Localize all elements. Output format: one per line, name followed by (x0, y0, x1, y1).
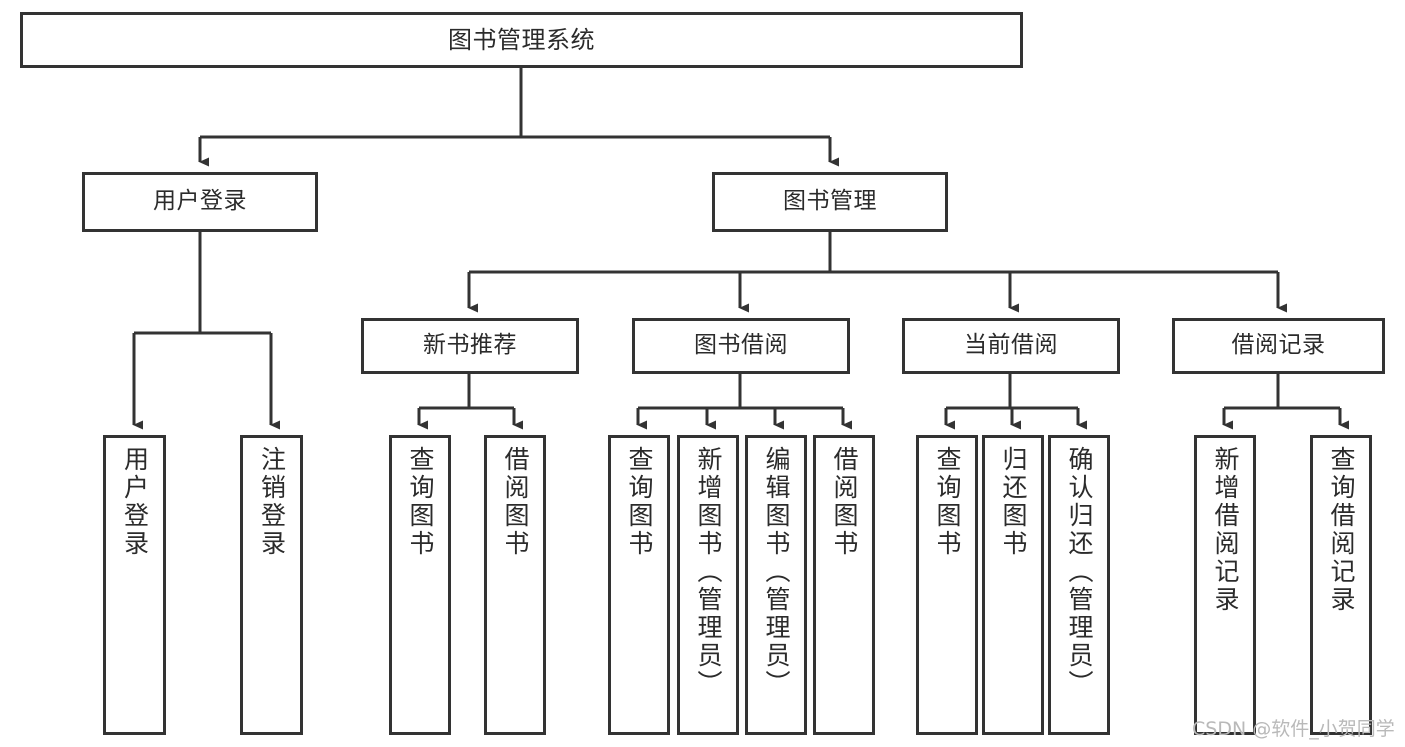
node-label-leaf-add-record: 新增借阅记录 (1211, 446, 1240, 614)
node-label-leaf-query-record: 查询借阅记录 (1327, 446, 1356, 614)
node-label-book-manage: 图书管理 (783, 188, 877, 215)
node-leaf-edit-book: 编辑图书（管理员） (745, 435, 807, 735)
node-user-login: 用户登录 (82, 172, 318, 232)
node-label-user-login: 用户登录 (153, 188, 247, 215)
node-new-book-recommend: 新书推荐 (361, 318, 579, 374)
node-label-leaf-return-book: 归还图书 (999, 446, 1028, 558)
node-current-borrow: 当前借阅 (902, 318, 1120, 374)
node-leaf-add-record: 新增借阅记录 (1194, 435, 1256, 735)
node-leaf-query-book-borrow: 查询图书 (608, 435, 670, 735)
node-label-leaf-query-book-cur: 查询图书 (933, 446, 962, 558)
node-label-current-borrow: 当前借阅 (964, 332, 1058, 359)
node-leaf-add-book: 新增图书（管理员） (677, 435, 739, 735)
node-leaf-user-login: 用户登录 (103, 435, 166, 735)
node-label-borrow-record: 借阅记录 (1231, 332, 1326, 359)
node-leaf-return-book: 归还图书 (982, 435, 1044, 735)
node-leaf-query-record: 查询借阅记录 (1310, 435, 1372, 735)
node-leaf-query-book-rec: 查询图书 (389, 435, 451, 735)
node-label-leaf-add-book: 新增图书（管理员） (694, 446, 723, 698)
node-book-borrow: 图书借阅 (632, 318, 850, 374)
node-label-leaf-edit-book: 编辑图书（管理员） (762, 446, 791, 698)
node-label-book-borrow: 图书借阅 (694, 332, 788, 359)
node-label-leaf-query-book-rec: 查询图书 (406, 446, 435, 558)
node-leaf-query-book-cur: 查询图书 (916, 435, 978, 735)
node-borrow-record: 借阅记录 (1172, 318, 1385, 374)
node-label-root: 图书管理系统 (448, 25, 595, 54)
node-leaf-logout: 注销登录 (240, 435, 303, 735)
node-leaf-borrow-book: 借阅图书 (813, 435, 875, 735)
node-label-leaf-borrow-book-rec: 借阅图书 (501, 446, 530, 558)
node-label-leaf-user-login: 用户登录 (120, 446, 150, 558)
node-label-leaf-query-book-borrow: 查询图书 (625, 446, 654, 558)
node-root: 图书管理系统 (20, 12, 1023, 68)
node-leaf-confirm-return: 确认归还（管理员） (1048, 435, 1110, 735)
node-book-manage: 图书管理 (712, 172, 948, 232)
node-label-leaf-borrow-book: 借阅图书 (830, 446, 859, 558)
node-leaf-borrow-book-rec: 借阅图书 (484, 435, 546, 735)
node-label-new-book-recommend: 新书推荐 (423, 332, 517, 359)
node-label-leaf-logout: 注销登录 (257, 446, 287, 558)
node-label-leaf-confirm-return: 确认归还（管理员） (1065, 446, 1094, 698)
csdn-watermark: CSDN @软件_小贺同学 (1192, 718, 1395, 740)
